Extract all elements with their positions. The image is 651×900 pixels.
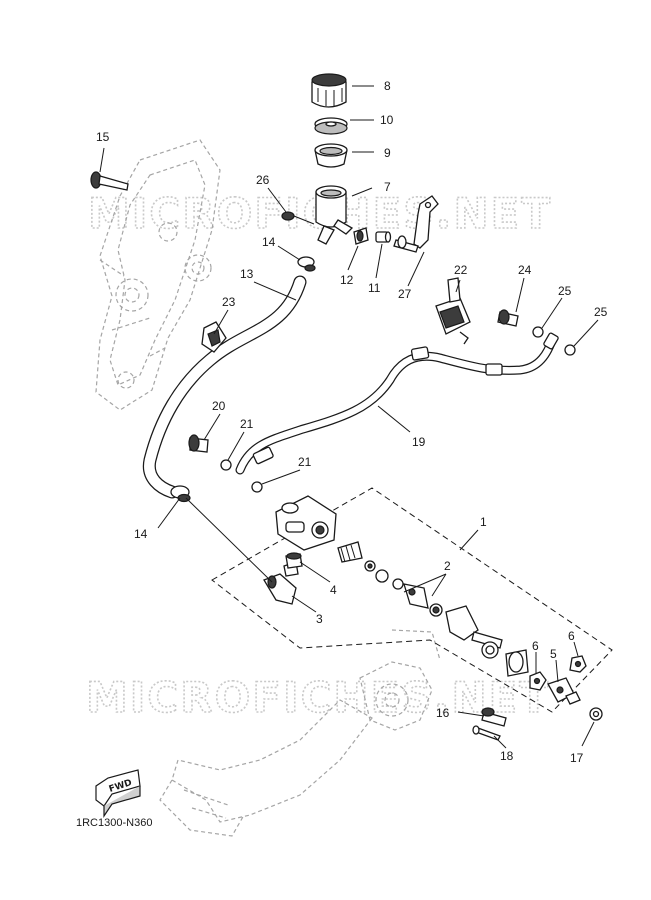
bracket-27 [393, 195, 439, 253]
grommet-12 [353, 227, 369, 245]
pin-16 [481, 707, 507, 727]
nut-6b [569, 655, 587, 673]
callout-17: 17 [570, 751, 584, 765]
callout-10: 10 [380, 113, 394, 127]
callout-2: 2 [444, 559, 451, 573]
brake-switch-22 [435, 277, 471, 345]
assembly-outline [211, 487, 613, 713]
callout-15: 15 [96, 130, 110, 144]
piston-kit-2 [337, 541, 529, 677]
callout-6-b: 6 [568, 629, 575, 643]
hose-13 [142, 275, 307, 499]
callout-13: 13 [240, 267, 254, 281]
callout-27: 27 [398, 287, 412, 301]
brake-pedal-ghost [159, 629, 441, 837]
reference-code: 1RC1300-N360 [76, 817, 152, 829]
callout-14-upper: 14 [262, 235, 276, 249]
callout-1: 1 [480, 515, 487, 529]
union-bolt-20 [188, 434, 209, 453]
reservoir-7 [315, 185, 354, 245]
callout-22: 22 [454, 263, 468, 277]
callout-23: 23 [222, 295, 236, 309]
master-cylinder-body [275, 495, 337, 551]
frame-bracket-ghost [95, 139, 221, 411]
hose-clip-14-lower [170, 485, 191, 503]
hose-clip-14-upper [297, 256, 316, 272]
diaphragm-holder-10 [314, 117, 348, 135]
watermark-bottom: MICROFICHES.NET [86, 673, 550, 722]
callout-19: 19 [412, 435, 426, 449]
callout-25-a: 25 [558, 284, 572, 298]
callout-21-b: 21 [298, 455, 312, 469]
callout-8: 8 [384, 79, 391, 93]
nut-6a [529, 671, 547, 691]
diaphragm-9 [314, 143, 348, 168]
callout-18: 18 [500, 749, 514, 763]
bolt-15 [90, 171, 129, 191]
callout-11: 11 [368, 281, 381, 295]
callout-3: 3 [316, 612, 323, 626]
callout-6-a: 6 [532, 639, 539, 653]
callout-24: 24 [518, 263, 532, 277]
gasket-25a [532, 326, 544, 338]
clamp-26 [281, 211, 315, 225]
callout-16: 16 [436, 706, 450, 720]
gasket-25b [564, 344, 576, 356]
reservoir-cap-8 [311, 73, 347, 108]
callout-7: 7 [384, 180, 391, 194]
hose-joint-3 [263, 561, 299, 605]
rod-end-5 [547, 677, 581, 705]
washer-17 [589, 707, 603, 721]
collar-11 [375, 231, 392, 243]
callout-14-lower: 14 [134, 527, 148, 541]
callout-4: 4 [330, 583, 337, 597]
callout-26: 26 [256, 173, 270, 187]
callout-25-b: 25 [594, 305, 608, 319]
union-bolt-24 [497, 309, 519, 327]
callout-5: 5 [550, 647, 557, 661]
o-ring-4 [285, 552, 303, 569]
callout-12: 12 [340, 273, 354, 287]
hose-guide-23 [201, 321, 227, 353]
callout-20: 20 [212, 399, 226, 413]
gasket-21a [220, 459, 232, 471]
callout-9: 9 [384, 146, 391, 160]
pipe-19 [235, 332, 559, 475]
cotter-pin-18 [472, 725, 501, 741]
callout-21-a: 21 [240, 417, 254, 431]
leader-lines [99, 85, 599, 749]
gasket-21b [251, 481, 263, 493]
fwd-arrow-icon: FWD [95, 769, 141, 818]
